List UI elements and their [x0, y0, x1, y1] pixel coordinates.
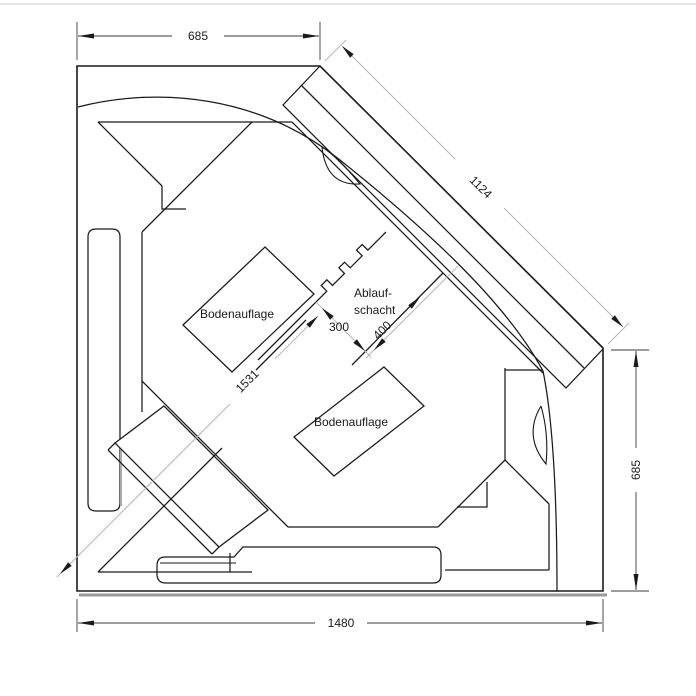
corner-step-slab — [107, 405, 269, 555]
basin-outline — [97, 121, 550, 571]
drain-shaft — [255, 231, 444, 371]
foot-edge — [504, 459, 550, 505]
armrest-lens-upper — [321, 146, 362, 185]
drain-right-edge — [351, 272, 444, 366]
dim-right-height-value: 685 — [629, 460, 643, 480]
dim-top-width-value: 685 — [188, 29, 208, 43]
dim-drain-width-value: 300 — [329, 320, 349, 334]
tub-rim-curve — [77, 96, 558, 592]
floor-plate-2: Bodenauflage — [293, 366, 425, 477]
diagonal-panel — [282, 65, 604, 389]
bottom-apron-strip — [156, 546, 442, 584]
dim-inner-diagonal: 1531 — [56, 315, 319, 578]
drain-label: Ablauf- schacht — [354, 286, 396, 317]
dim-drain-width: 300 — [315, 301, 372, 358]
floor-plate-1: Bodenauflage — [182, 246, 315, 373]
corner-triangle — [97, 447, 252, 573]
drain-label-line1: Ablauf- — [354, 286, 392, 300]
dim-diagonal-edge-value: 1124 — [467, 173, 495, 201]
dim-inner-diagonal-value: 1531 — [233, 367, 262, 396]
dim-bottom-width-value: 1480 — [328, 616, 355, 630]
outer-outline — [76, 65, 607, 597]
floor-plate-1-label: Bodenauflage — [200, 307, 274, 321]
floor-plate-2-label: Bodenauflage — [314, 415, 388, 429]
small-step — [457, 482, 488, 508]
dim-drain-length-value: 400 — [370, 318, 394, 342]
left-apron-strip — [87, 228, 122, 512]
armrest-lens-right — [532, 405, 548, 466]
dim-top-width: 685 — [76, 22, 321, 60]
drain-label-line2: schacht — [354, 303, 396, 317]
drain-notched-edge — [257, 231, 387, 361]
dim-right-height: 685 — [611, 349, 649, 592]
dim-bottom-width: 1480 — [76, 599, 604, 632]
